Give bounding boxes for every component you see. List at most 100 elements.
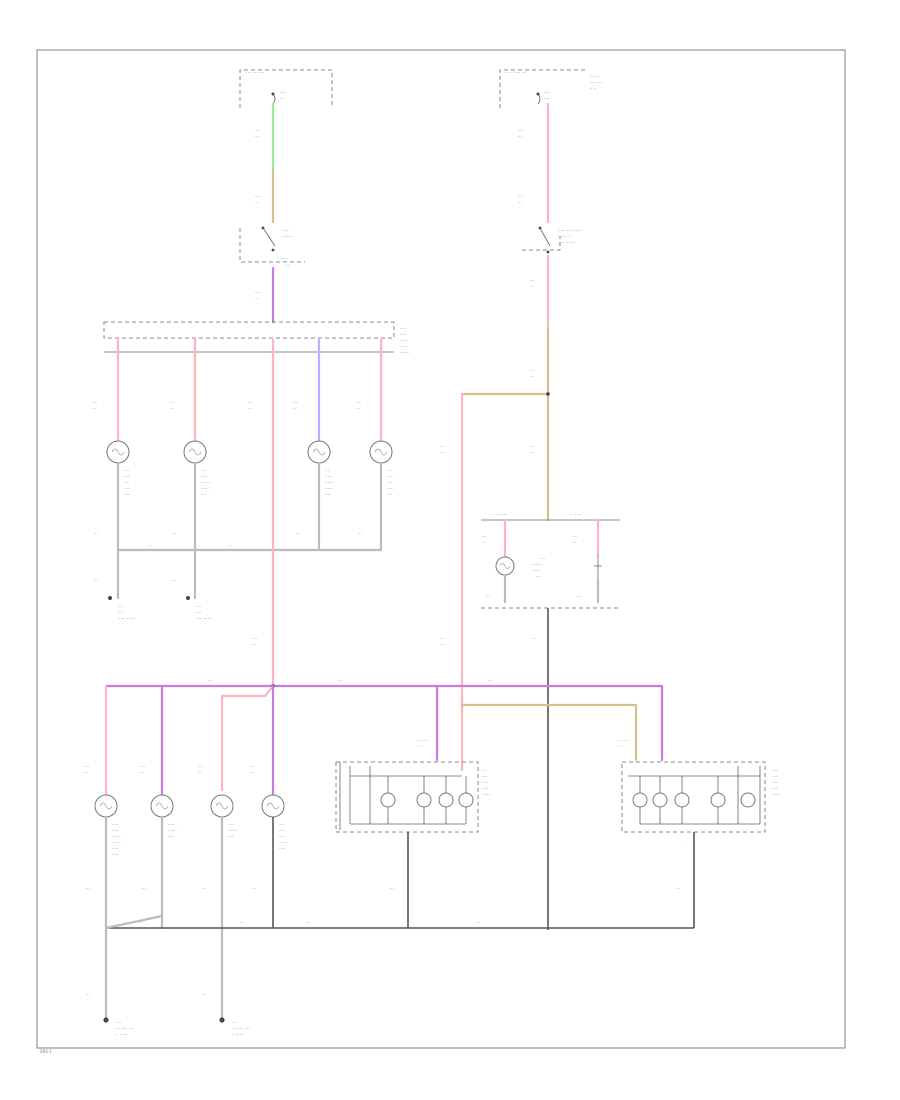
svg-text:···: ··· (252, 642, 256, 647)
splice-icon (546, 392, 550, 396)
svg-text:····· ····· ·······: ····· ····· ······· (558, 228, 582, 233)
svg-text:···: ··· (306, 920, 310, 925)
lamp-icon (210, 794, 234, 818)
lamp-icon (150, 794, 174, 818)
svg-text:···: ··· (676, 886, 680, 891)
svg-text:····· ·······: ····· ······· (558, 240, 575, 245)
svg-text:·····: ····· (112, 822, 118, 827)
svg-text:····: ···· (252, 636, 257, 641)
svg-text:·····: ····· (201, 474, 207, 479)
lamp-icon (307, 440, 331, 464)
svg-text:···: ··· (148, 543, 152, 548)
fuse-icon (271, 92, 276, 105)
svg-text:····: ···· (118, 604, 123, 609)
footer-code: SRS-1 (40, 1049, 52, 1054)
diagram-frame (36, 49, 846, 1049)
svg-text:·····: ····· (544, 96, 550, 101)
wire-pink-lamp3 (220, 684, 275, 792)
svg-text:·····: ····· (112, 846, 118, 851)
svg-text:·····: ····· (772, 768, 778, 773)
svg-text:·· ··: ·· ·· (590, 86, 596, 91)
lamp-icon (495, 556, 515, 576)
svg-text:·······: ······· (168, 828, 177, 833)
svg-text:···: ··· (390, 886, 394, 891)
svg-text:·······: ······· (201, 480, 210, 485)
svg-text:···: ··· (255, 200, 259, 205)
svg-text:···: ··· (252, 886, 256, 891)
svg-text:·····: ····· (482, 786, 488, 791)
svg-text:·····: ····· (112, 852, 118, 857)
lamp-icon (94, 794, 118, 818)
svg-text:·······: ······· (228, 828, 237, 833)
svg-text:·····: ····· (772, 780, 778, 785)
svg-text:···: ··· (202, 886, 206, 891)
lamp-icon (674, 792, 690, 808)
svg-text:·····: ····· (124, 474, 130, 479)
lamp-icon (710, 792, 726, 808)
svg-text:···: ··· (532, 636, 536, 641)
svg-text:····: ···· (285, 263, 290, 268)
ground-icon (219, 1017, 225, 1023)
lamp-icon (369, 440, 393, 464)
svg-text:····: ···· (84, 764, 89, 769)
lamp-column-1: ······· ······················ ··· (92, 338, 130, 552)
svg-text:····: ···· (201, 468, 206, 473)
svg-text:····: ···· (255, 194, 260, 199)
svg-text:···: ··· (530, 284, 534, 289)
svg-text:····: ···· (387, 480, 392, 485)
svg-text:···: ··· (86, 886, 90, 891)
svg-text:···: ··· (530, 450, 534, 455)
svg-text:·· ······: ·· ······ (570, 512, 581, 517)
svg-text:···: ··· (94, 578, 98, 583)
svg-text:····: ···· (196, 604, 201, 609)
lamp-icon (261, 794, 285, 818)
svg-text:····: ···· (387, 468, 392, 473)
svg-text:···: ··· (255, 296, 259, 301)
svg-text:········: ········ (282, 234, 292, 239)
svg-text:···: ··· (356, 406, 360, 411)
svg-text:····: ···· (482, 768, 487, 773)
svg-text:·····: ····· (112, 828, 118, 833)
svg-text:···: ··· (142, 886, 146, 891)
lamp-icon (106, 440, 130, 464)
svg-text:······· ··: ······· ·· (558, 234, 571, 239)
svg-text:···: ··· (296, 531, 300, 536)
svg-text:····· ·······: ····· ······· (118, 616, 135, 621)
svg-text:· ·· ····· ····: · ·· ····· ···· (245, 70, 264, 75)
svg-text:···: ··· (86, 992, 90, 997)
svg-text:·····: ····· (228, 834, 234, 839)
svg-text:···: ··· (84, 770, 88, 775)
svg-text:·····: ····· (772, 786, 778, 791)
lamp-icon (652, 792, 668, 808)
svg-text:···: ··· (518, 200, 522, 205)
svg-text:····: ···· (92, 400, 97, 405)
left-rear-combination-light: ··· ······ · ························· · (335, 738, 491, 847)
ground-icon (108, 596, 112, 600)
svg-text:·····: ····· (482, 780, 488, 785)
lamp-icon (416, 792, 432, 808)
svg-text:·······: ······· (112, 840, 121, 845)
fuse-block-left: · ·· ····· ···· ····· ··· (239, 69, 333, 108)
svg-text:····: ···· (124, 480, 129, 485)
svg-text:····: ···· (530, 444, 535, 449)
svg-text:···: ··· (248, 406, 252, 411)
svg-text:·· ······: ·· ······ (495, 512, 506, 517)
svg-text:····: ···· (338, 678, 343, 683)
svg-text:····: ···· (325, 468, 330, 473)
connector-bar-top: ···· ····· ······ ······ ······· (103, 321, 409, 355)
svg-text:····: ···· (400, 326, 405, 331)
svg-text:·······: ······· (112, 834, 121, 839)
svg-text:·······: ······· (400, 350, 409, 355)
lamp-icon (632, 792, 648, 808)
svg-text:···: ··· (170, 406, 174, 411)
svg-text:····: ···· (279, 834, 284, 839)
svg-text:····: ···· (228, 822, 233, 827)
fuse-icon (536, 92, 541, 105)
svg-text:···: ··· (486, 594, 490, 599)
lower-lamp-3: ······· ················ ··· (198, 764, 237, 1002)
svg-text:···: ··· (250, 770, 254, 775)
svg-text:····: ···· (124, 486, 129, 491)
svg-text:····: ···· (518, 194, 523, 199)
svg-text:·· ·: ·· · (618, 744, 623, 749)
svg-text:·······: ······· (772, 792, 781, 797)
